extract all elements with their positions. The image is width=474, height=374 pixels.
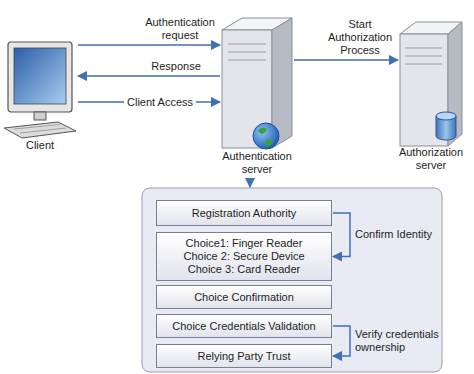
arrow-label: Verify credentials ownership	[355, 328, 441, 354]
process-box: Choice Credentials Validation	[156, 314, 332, 338]
process-box: Registration Authority	[156, 200, 332, 226]
arrow-label: Start Authorization Process	[323, 18, 397, 57]
arrow-label: Client Access	[124, 96, 196, 109]
process-panel	[142, 188, 442, 372]
flow-arrow	[333, 326, 350, 356]
client-computer-icon	[4, 42, 76, 138]
arrow-label: Authentication request	[142, 16, 218, 42]
arrow-label: Confirm Identity	[355, 228, 439, 241]
server-node: Authorization server	[400, 22, 462, 172]
node-label: Authentication server	[212, 150, 302, 176]
box-text: Choice 3: Card Reader	[188, 263, 301, 276]
box-text: Choice 2: Secure Device	[183, 250, 304, 263]
process-box: Relying Party Trust	[156, 344, 332, 368]
flow-arrow	[333, 213, 350, 257]
process-box: Choice1: Finger ReaderChoice 2: Secure D…	[156, 232, 332, 281]
box-text: Choice1: Finger Reader	[186, 237, 303, 250]
box-text: Choice Confirmation	[194, 291, 294, 304]
arrow-label: Response	[146, 60, 206, 73]
server-icon	[400, 22, 462, 146]
node-label: Client	[8, 139, 72, 152]
flow-arrow	[78, 44, 220, 46]
flow-arrow	[294, 59, 398, 61]
flow-arrow	[78, 75, 220, 77]
box-text: Registration Authority	[192, 207, 297, 220]
process-box: Choice Confirmation	[156, 285, 332, 309]
box-text: Choice Credentials Validation	[172, 320, 316, 333]
client-computer: Client	[4, 40, 76, 152]
server-node: Authentication server	[222, 18, 292, 176]
node-label: Authorization server	[393, 146, 469, 172]
box-text: Relying Party Trust	[198, 350, 291, 363]
